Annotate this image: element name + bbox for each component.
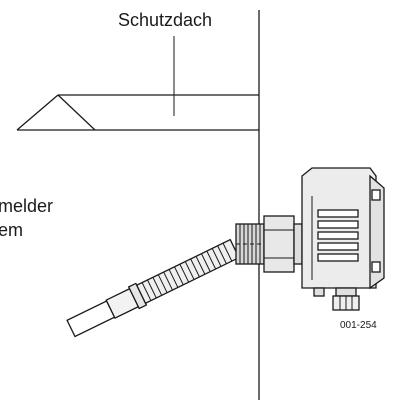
side-label-line2: em bbox=[0, 220, 23, 240]
canopy-label: Schutzdach bbox=[118, 10, 212, 30]
canopy-shape bbox=[16, 94, 259, 131]
sensor-housing bbox=[301, 167, 385, 290]
hex-nut bbox=[263, 215, 303, 273]
probe-assembly bbox=[66, 238, 240, 338]
side-label-line1: melder bbox=[0, 196, 53, 216]
cable-gland bbox=[313, 287, 360, 311]
probe-tip bbox=[66, 300, 116, 338]
flexible-conduit bbox=[135, 238, 240, 305]
threaded-fitting bbox=[235, 223, 265, 265]
figure-id-label: 001-254 bbox=[340, 320, 377, 331]
